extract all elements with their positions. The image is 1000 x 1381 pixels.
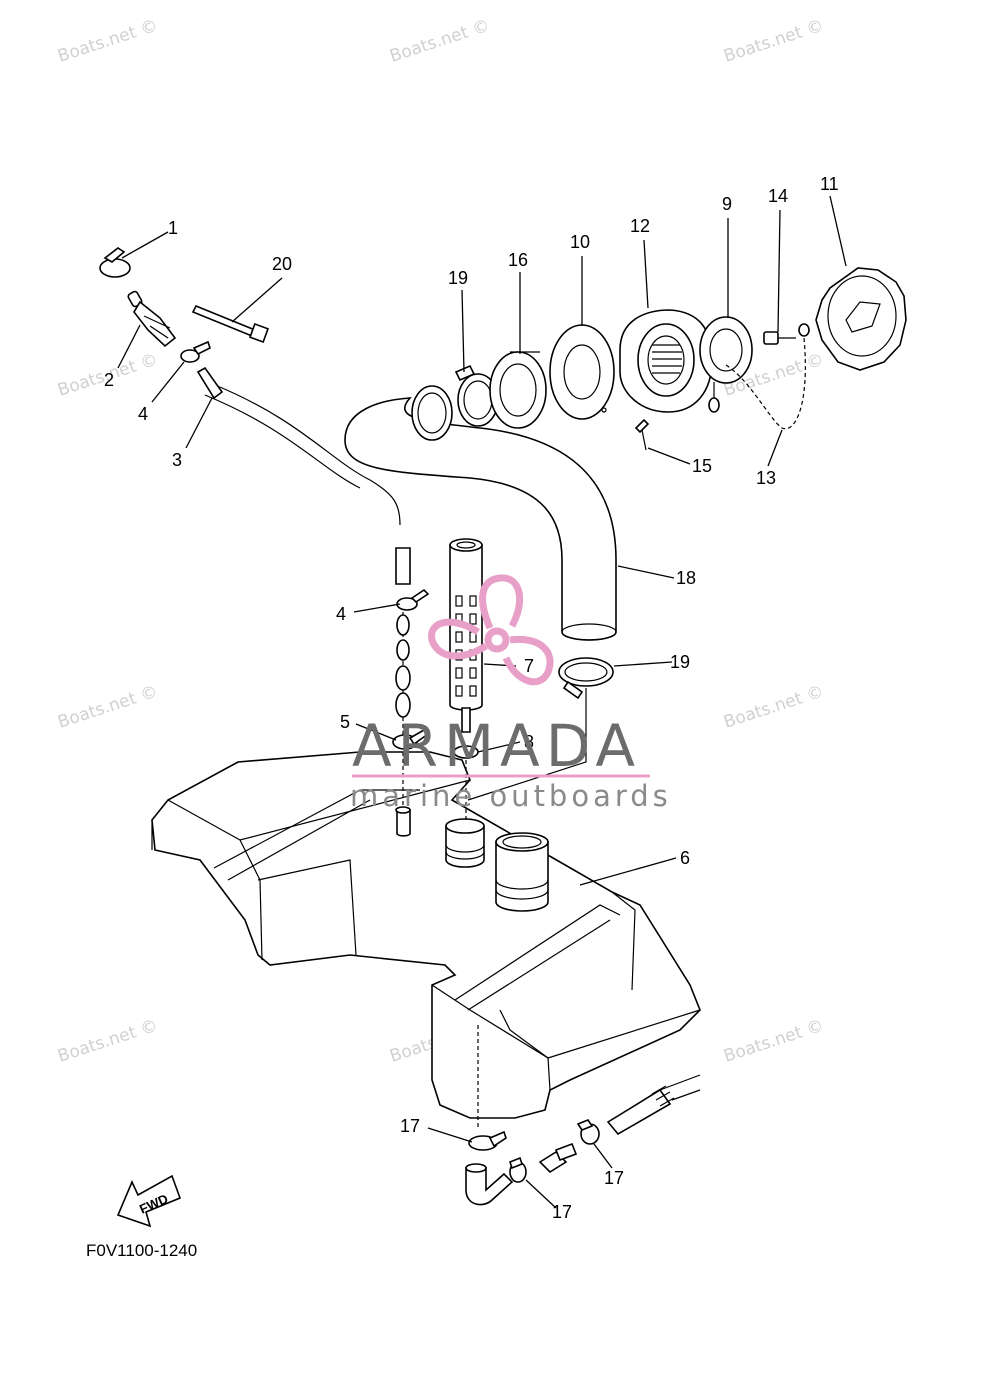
callout-12: 12 <box>630 216 650 236</box>
hose-clamp-19-lower <box>467 657 614 801</box>
brand-watermark: ARMADA marine outboards <box>350 574 672 813</box>
watermark: Boats.net © <box>55 1016 160 1067</box>
cable-tie <box>191 304 269 343</box>
fwd-arrow: FWD <box>116 1174 182 1228</box>
callout-numbers: 1 2 3 4 4 5 6 7 8 9 10 11 12 13 14 15 16… <box>104 174 839 1222</box>
watermark: Boats.net © <box>387 16 492 67</box>
drawing-code: F0V1100-1240 <box>86 1241 197 1260</box>
watermark: Boats.net © <box>721 16 826 67</box>
brand-tagline: marine outboards <box>350 779 672 813</box>
filler-hose <box>344 397 617 641</box>
suction-fitting <box>445 818 485 868</box>
callout-9: 9 <box>722 194 732 214</box>
callout-15: 15 <box>692 456 712 476</box>
propeller-logo <box>428 574 554 686</box>
callout-17: 17 <box>552 1202 572 1222</box>
callout-20: 20 <box>272 254 292 274</box>
drain-fittings <box>465 1025 701 1206</box>
vent-fitting <box>127 290 177 348</box>
callout-16: 16 <box>508 250 528 270</box>
watermark: Boats.net © <box>55 682 160 733</box>
callout-13: 13 <box>756 468 776 488</box>
callout-11: 11 <box>820 174 839 194</box>
hose-clip-4 <box>180 340 211 363</box>
callout-6: 6 <box>680 848 690 868</box>
callout-2: 2 <box>104 370 114 390</box>
watermark: Boats.net © <box>55 16 160 67</box>
callout-17: 17 <box>604 1168 624 1188</box>
callout-3: 3 <box>172 450 182 470</box>
callout-18: 18 <box>676 568 696 588</box>
callout-8: 8 <box>524 732 534 752</box>
callout-5: 5 <box>340 712 350 732</box>
callout-14: 14 <box>768 186 788 206</box>
filler-cap-assembly <box>411 267 907 451</box>
fuel-tank <box>151 751 701 1119</box>
brand-name: ARMADA <box>352 712 641 780</box>
callout-7: 7 <box>524 656 534 676</box>
hose-clip-1 <box>99 247 131 278</box>
callout-4: 4 <box>138 404 148 424</box>
callout-19: 19 <box>448 268 468 288</box>
filler-neck-fitting <box>495 832 549 912</box>
breather-hose <box>196 366 411 585</box>
leader-lines <box>117 195 847 1209</box>
callout-19: 19 <box>670 652 690 672</box>
watermark: Boats.net © <box>721 682 826 733</box>
callout-4: 4 <box>336 604 346 624</box>
watermark: Boats.net © <box>721 1016 826 1067</box>
callout-17: 17 <box>400 1116 420 1136</box>
fuel-line-fittings <box>392 588 430 837</box>
callout-10: 10 <box>570 232 590 252</box>
callout-1: 1 <box>168 218 178 238</box>
